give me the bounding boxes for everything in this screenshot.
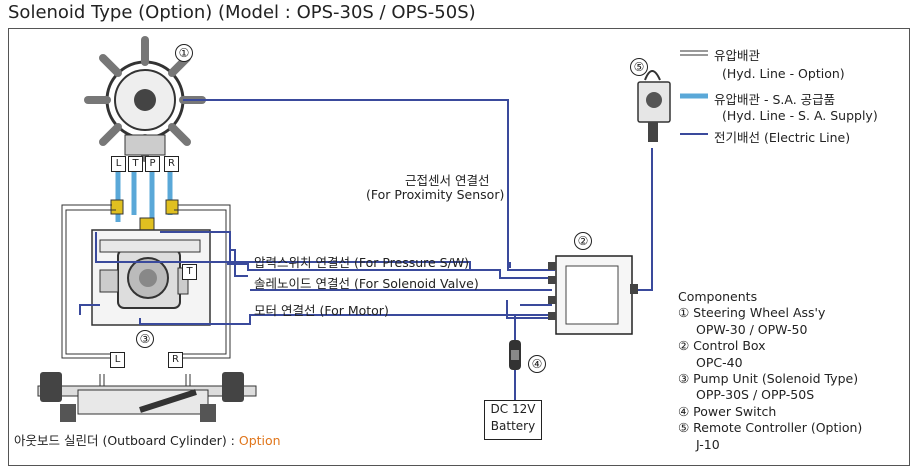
label-pressure: 압력스위치 연결선 (For Pressure S/W) xyxy=(254,255,470,270)
component-item: OPP-30S / OPP-50S xyxy=(696,387,815,403)
components-heading: Components xyxy=(678,289,758,304)
remote-controller xyxy=(637,70,671,142)
label-number-2: ② xyxy=(574,232,592,250)
page-title: Solenoid Type (Option) (Model : OPS-30S … xyxy=(8,2,476,23)
port-p: P xyxy=(145,156,160,172)
battery-line1: DC 12V xyxy=(490,402,536,416)
label-cylinder-option: Option xyxy=(238,433,281,448)
label-number-3: ③ xyxy=(136,330,154,348)
component-item: ④ Power Switch xyxy=(678,403,777,419)
legend-electric: 전기배선 (Electric Line) xyxy=(714,130,851,145)
component-item: ③ Pump Unit (Solenoid Type) xyxy=(678,371,859,387)
port-t-pump: T xyxy=(182,264,197,280)
component-item: ⑤ Remote Controller (Option) xyxy=(678,420,863,436)
port-l-cylinder: L xyxy=(110,352,125,368)
label-number-1: ① xyxy=(175,44,193,62)
legend-hyd-option-en: (Hyd. Line - Option) xyxy=(722,66,845,81)
battery-line2: Battery xyxy=(490,419,536,433)
port-l: L xyxy=(111,156,126,172)
legend-hyd-supply-en: (Hyd. Line - S. A. Supply) xyxy=(722,108,878,123)
label-number-5: ⑤ xyxy=(630,58,648,76)
components-list: Components ① Steering Wheel Ass'y OPW-30… xyxy=(678,289,862,453)
diagram-frame xyxy=(8,28,910,466)
legend-swatches xyxy=(680,50,708,135)
component-item: ② Control Box xyxy=(678,338,766,354)
label-solenoid: 솔레노이드 연결선 (For Solenoid Valve) xyxy=(254,276,479,291)
control-box xyxy=(548,255,638,335)
legend-hyd-option: 유압배관 xyxy=(714,48,761,63)
component-item: OPC-40 xyxy=(696,354,743,370)
electric-lines xyxy=(79,99,653,400)
label-number-4: ④ xyxy=(528,355,546,373)
power-switch-icon xyxy=(509,340,521,370)
component-item: ① Steering Wheel Ass'y xyxy=(678,305,826,321)
label-proximity-en: (For Proximity Sensor) xyxy=(366,187,505,202)
port-r-cylinder: R xyxy=(168,352,183,368)
battery-box: DC 12V Battery xyxy=(484,400,542,440)
component-item: OPW-30 / OPW-50 xyxy=(696,321,808,337)
label-proximity-ko: 근접센서 연결선 xyxy=(405,173,490,188)
label-motor: 모터 연결선 (For Motor) xyxy=(254,303,389,318)
port-r: R xyxy=(164,156,179,172)
component-item: J-10 xyxy=(696,436,720,452)
legend-hyd-supply: 유압배관 - S.A. 공급품 xyxy=(714,92,836,107)
outboard-cylinder xyxy=(37,372,257,422)
label-outboard-cylinder: 아웃보드 실린더 (Outboard Cylinder) : Option xyxy=(14,433,281,448)
hydraulic-supply-lines xyxy=(115,170,173,222)
port-t: T xyxy=(128,156,143,172)
